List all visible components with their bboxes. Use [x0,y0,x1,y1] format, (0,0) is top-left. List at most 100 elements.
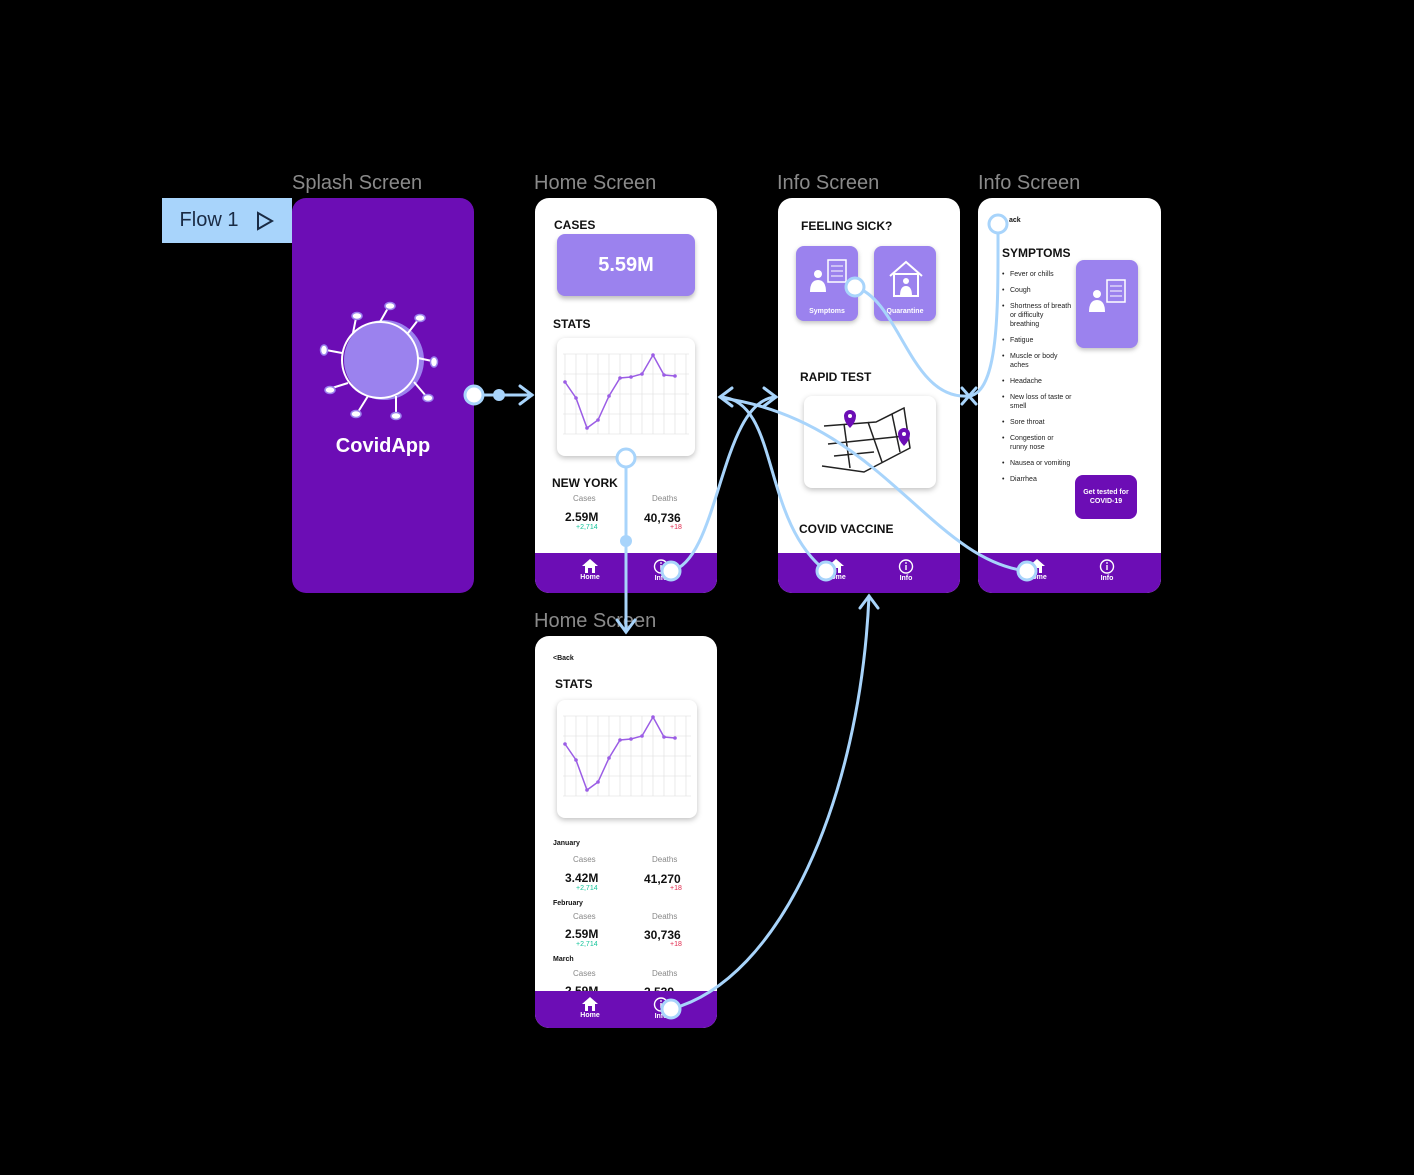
splash-screen-frame[interactable]: CovidApp [292,198,474,593]
stats-heading: STATS [553,317,591,331]
deaths-delta: +18 [670,524,682,531]
symptoms-list: Fever or chills Cough Shortness of breat… [1002,270,1072,491]
list-item: Nausea or vomiting [1002,459,1072,468]
cases-number: 2.59M [565,510,599,524]
connector-midpoint [493,389,505,401]
home-icon [828,559,844,573]
nav-home[interactable]: Home [570,997,610,1019]
virus-icon [319,301,439,421]
cases-number: 2.59M [565,927,599,941]
bottom-nav: Home Info [535,991,717,1028]
cases-total-card[interactable]: 5.59M [557,234,695,296]
flow-start-tag[interactable]: Flow 1 [162,198,292,243]
nav-home-label: Home [1027,574,1047,581]
nav-home-label: Home [826,574,846,581]
symptoms-person-icon [810,259,847,292]
region-heading: NEW YORK [552,476,618,490]
quarantine-tile[interactable]: Quarantine [874,246,936,321]
info-icon [898,559,914,574]
connector-arrowhead [858,593,880,610]
stats-heading: STATS [555,677,593,691]
cases-label: Cases [573,494,596,503]
list-item: Cough [1002,286,1072,295]
deaths-number: 30,736 [644,928,681,942]
bottom-nav: Home Info [535,553,717,593]
connector-arrowhead [762,386,779,408]
connector-cross [960,386,978,406]
cases-delta: +2,714 [576,941,598,948]
info-icon [653,997,669,1012]
info-icon [653,559,669,574]
cases-label: Cases [573,969,596,978]
deaths-label: Deaths [652,855,678,864]
info-icon [1099,559,1115,574]
stats-chart-card[interactable] [557,700,697,818]
home-icon [582,559,598,573]
deaths-delta: +18 [670,885,682,892]
back-link[interactable]: ack [1009,217,1021,224]
nav-info[interactable]: Info [641,997,681,1020]
month-label: February [553,900,583,907]
connector-arrowhead [518,384,535,406]
get-tested-button[interactable]: Get tested for COVID-19 [1075,475,1137,519]
list-item: Diarrhea [1002,475,1072,484]
deaths-delta: +18 [670,941,682,948]
nav-info[interactable]: Info [886,559,926,582]
rapid-test-map[interactable] [804,396,936,488]
list-item: Muscle or body aches [1002,352,1072,370]
covid-vaccine-heading: COVID VACCINE [799,522,894,536]
nav-info[interactable]: Info [1087,559,1127,582]
list-item: Congestion or runny nose [1002,434,1072,452]
cases-label: Cases [573,855,596,864]
month-label: January [553,840,580,847]
info-screen-frame: FEELING SICK? Symptoms Quarantine RAPID … [778,198,960,593]
frame-label-home: Home Screen [534,172,657,194]
deaths-number: 40,736 [644,511,681,525]
list-item: Sore throat [1002,418,1072,427]
app-name: CovidApp [335,435,431,457]
bottom-nav: Home Info [978,553,1161,593]
play-icon [257,210,275,231]
stats-line-chart [563,715,691,797]
nav-home[interactable]: Home [1017,559,1057,581]
symptoms-heading: SYMPTOMS [1002,246,1071,260]
list-item: Headache [1002,377,1072,386]
frame-label-symptoms: Info Screen [978,172,1081,194]
cases-delta: +2,714 [576,885,598,892]
frame-label-info: Info Screen [777,172,880,194]
connector-arrowhead [717,386,734,408]
nav-info-label: Info [654,575,668,582]
list-item: Shortness of breath or difficulty breath… [1002,302,1072,329]
connector-cross [960,386,978,406]
stats-screen-frame: <Back STATS January Cases Deaths 3.42M +… [535,636,717,1028]
list-item: Fever or chills [1002,270,1072,279]
home-screen-frame: CASES 5.59M STATS NEW YORK Cases Deaths … [535,198,717,593]
feeling-sick-heading: FEELING SICK? [801,219,893,233]
list-item: New loss of taste or smell [1002,393,1072,411]
nav-info[interactable]: Info [641,559,681,582]
back-link[interactable]: <Back [553,655,574,662]
symptoms-tile-label: Symptoms [809,308,845,315]
nav-info-label: Info [654,1013,668,1020]
home-icon [1029,559,1045,573]
stats-chart-card[interactable] [557,338,695,456]
rapid-test-heading: RAPID TEST [800,370,872,384]
cases-heading: CASES [554,218,596,232]
nav-home[interactable]: Home [816,559,856,581]
cases-number: 3.42M [565,871,599,885]
frame-label-stats: Home Screen [534,610,657,632]
symptoms-illustration [1076,260,1138,348]
symptoms-tile[interactable]: Symptoms [796,246,858,321]
deaths-number: 41,270 [644,872,681,886]
symptoms-person-icon [1089,279,1126,312]
home-icon [582,997,598,1011]
nav-home-label: Home [580,574,600,581]
cases-label: Cases [573,912,596,921]
list-item: Fatigue [1002,336,1072,345]
deaths-label: Deaths [652,969,678,978]
nav-home-label: Home [580,1012,600,1019]
nav-home[interactable]: Home [570,559,610,581]
bottom-nav: Home Info [778,553,960,593]
month-label: March [553,956,574,963]
deaths-label: Deaths [652,494,678,503]
